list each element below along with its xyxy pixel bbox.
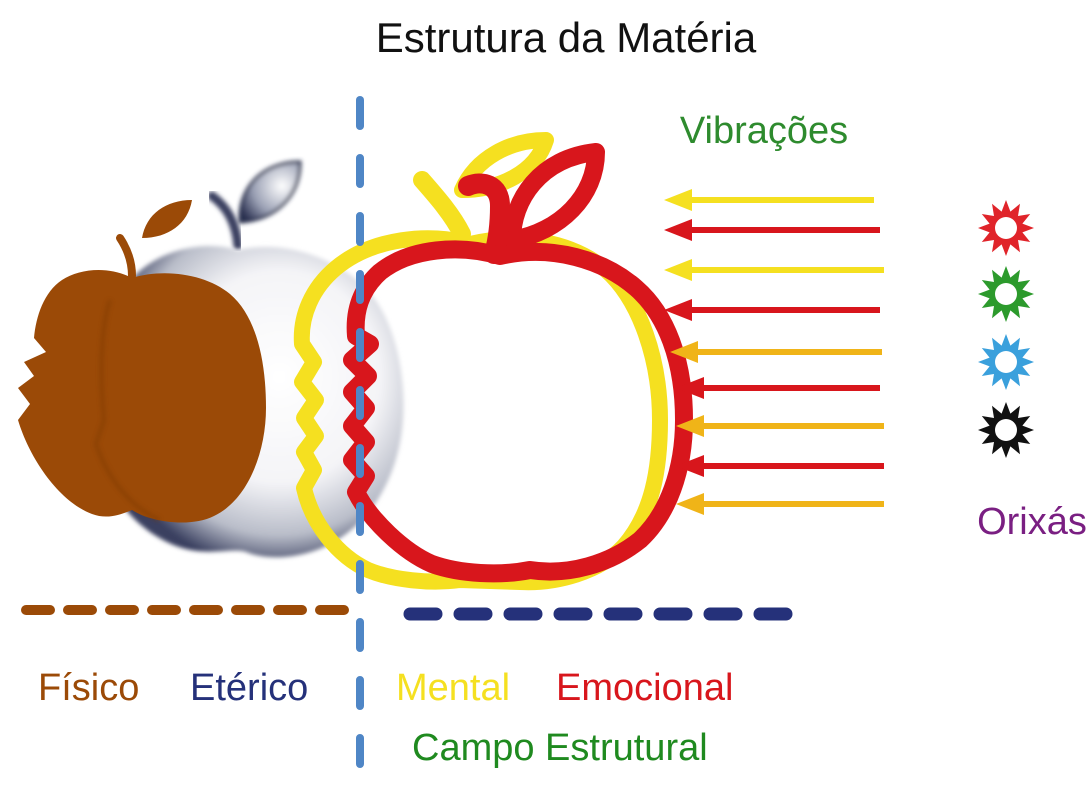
structural-field-label: Campo Estrutural	[412, 727, 708, 769]
vibration-arrow	[664, 299, 880, 321]
physical-apple	[18, 200, 266, 523]
orixa-star-icon	[978, 334, 1034, 390]
vibration-arrow	[676, 415, 884, 437]
etheric-label: Etérico	[190, 667, 308, 709]
orixa-star-icon	[978, 402, 1034, 458]
vibration-arrow-head	[664, 219, 692, 241]
orixa-stars	[978, 200, 1034, 458]
emotional-apple-leaf	[503, 143, 605, 249]
vibration-arrow	[676, 455, 884, 477]
vibration-arrow	[670, 341, 882, 363]
orixa-star-icon	[978, 200, 1034, 256]
emotional-apple	[343, 143, 693, 583]
emotional-label: Emocional	[556, 667, 733, 709]
vibration-arrow-head	[664, 299, 692, 321]
vibration-arrow	[664, 189, 874, 211]
orixa-star-core	[995, 283, 1017, 305]
mental-label: Mental	[396, 667, 510, 709]
vibration-arrow	[664, 219, 880, 241]
emotional-apple-stem	[458, 173, 511, 264]
vibration-arrow-head	[676, 415, 704, 437]
vibration-arrow-head	[676, 455, 704, 477]
vibrations-label: Vibrações	[680, 110, 848, 152]
orixa-star-core	[995, 217, 1017, 239]
orixa-star-icon	[978, 266, 1034, 322]
orixa-star-core	[995, 419, 1017, 441]
vibration-arrow	[676, 493, 884, 515]
physical-label: Físico	[38, 667, 139, 709]
etheric-apple-leaf	[238, 160, 302, 224]
vibration-arrows	[664, 189, 884, 515]
physical-apple-overlap-shade	[93, 299, 161, 522]
vibration-arrow-head	[670, 341, 698, 363]
physical-apple-body	[18, 269, 266, 523]
vibration-arrow	[676, 377, 880, 399]
vibration-arrow-head	[664, 189, 692, 211]
orixa-star-core	[995, 351, 1017, 373]
diagram-title: Estrutura da Matéria	[376, 14, 757, 61]
mental-apple-outline	[293, 230, 668, 591]
mental-apple-stem	[413, 171, 471, 243]
vibration-arrow	[664, 259, 884, 281]
vibration-arrow-head	[676, 377, 704, 399]
vibration-arrow-head	[664, 259, 692, 281]
etheric-apple-stem	[207, 191, 243, 251]
orixas-label: Orixás	[977, 501, 1087, 543]
vibration-arrow-head	[676, 493, 704, 515]
physical-apple-leaf	[142, 200, 192, 238]
physical-apple-stem	[116, 234, 136, 280]
